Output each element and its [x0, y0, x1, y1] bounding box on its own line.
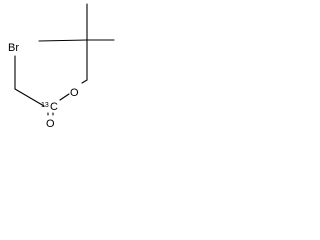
bond-quaternary-methyl-upper-left — [38, 39, 88, 42]
labeled-carbon-label: C — [50, 101, 58, 113]
structure-diagram: Br 13 C O O — [8, 3, 115, 130]
bond-labeled-carbon-ester-oxygen — [59, 93, 70, 101]
ester-oxygen-label: O — [70, 87, 79, 99]
atom-labels: Br 13 C O O — [8, 42, 79, 130]
carbonyl-oxygen-label: O — [46, 118, 55, 130]
bond-ch2-labeled-carbon — [14, 88, 45, 107]
bond-ester-oxygen-quaternary-carbon — [81, 79, 88, 84]
labeled-carbon-isotope-label: 13 — [41, 102, 49, 109]
bromine-label: Br — [8, 42, 19, 54]
bonds — [14, 3, 115, 116]
